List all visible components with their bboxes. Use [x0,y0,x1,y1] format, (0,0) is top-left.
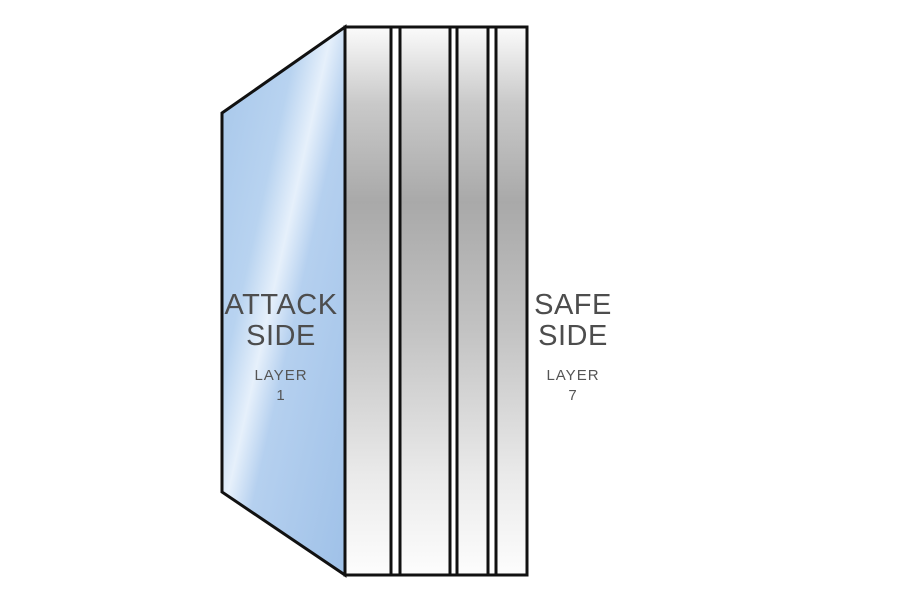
safe-layer-number: 7 [568,387,578,404]
attack-layer-word: LAYER [254,367,308,384]
glass-layer [455,25,490,577]
safe-side-label: SAFE SIDE LAYER 7 [522,290,624,406]
attack-side-title-line1: ATTACK [224,289,338,321]
attack-layer-number: 1 [276,387,286,404]
safe-layer-word: LAYER [546,367,600,384]
attack-side-label: ATTACK SIDE LAYER 1 [218,290,344,406]
glass-layer [343,25,393,577]
layer-stack [343,25,529,577]
safe-side-title-line1: SAFE [534,289,612,321]
safe-side-title-line2: SIDE [538,320,608,352]
attack-side-title-line2: SIDE [246,320,316,352]
glass-layer [398,25,452,577]
stack-outline [343,25,529,577]
